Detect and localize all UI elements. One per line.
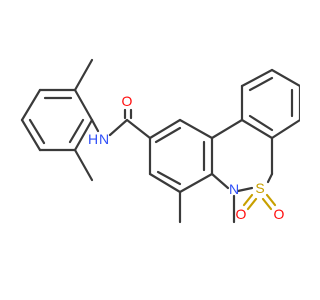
- sulfur-label: S: [255, 180, 264, 196]
- dimethylphenyl-ring: [20, 88, 94, 152]
- s-o-left-bond-b: [246, 197, 258, 211]
- n-s-bond: [236, 186, 254, 193]
- s-o-right-bond-a: [265, 193, 277, 207]
- methyl-bond-bottom: [73, 148, 94, 182]
- sulfonyl-oxygen-right-label: O: [274, 206, 285, 222]
- chemical-structure-diagram: O N H N S O O: [20, 58, 300, 224]
- methyl-bond-top: [73, 58, 94, 92]
- sulfonyl-oxygen-left-label: O: [236, 206, 247, 222]
- central-benzene-ring: [148, 118, 214, 194]
- carbonyl-oxygen-label: O: [122, 93, 133, 109]
- s-aryl-bond: [266, 172, 274, 184]
- carbonyl-ring-bond: [125, 118, 152, 140]
- aryl-n-bond: [90, 118, 100, 133]
- biaryl-bond: [210, 118, 244, 140]
- s-o-left-bond-a: [242, 193, 254, 207]
- ring-nitrogen-label: N: [229, 181, 239, 197]
- n-carbonyl-bond: [108, 118, 129, 137]
- benzo-ring: [240, 68, 300, 176]
- amide-nitrogen-label: N: [99, 131, 109, 147]
- amide-hydrogen-label: H: [88, 131, 98, 147]
- ring-c-n-bond: [210, 172, 230, 190]
- s-o-right-bond-b: [261, 197, 273, 211]
